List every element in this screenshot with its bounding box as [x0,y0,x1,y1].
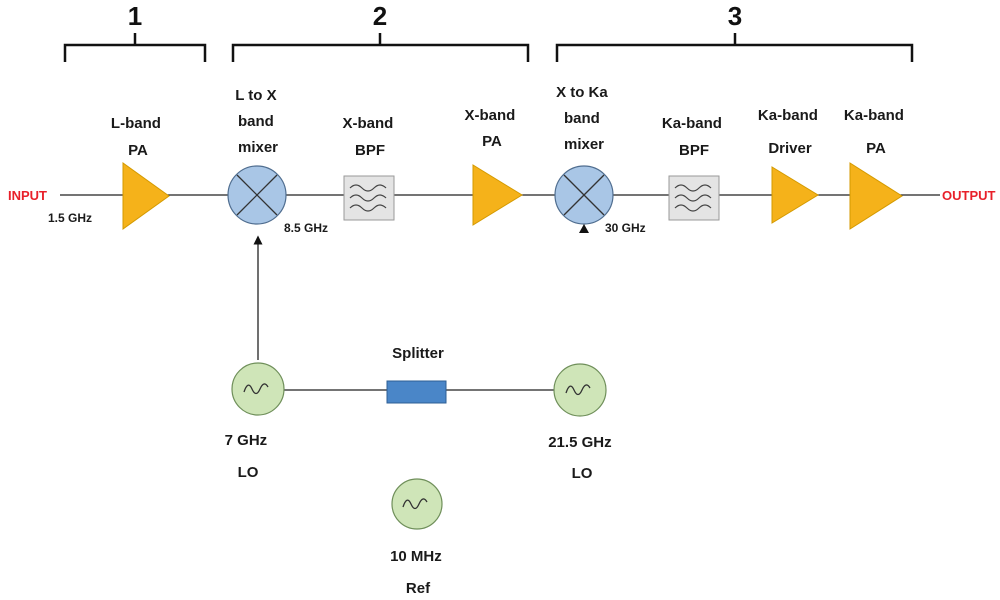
input-label: INPUT [8,188,47,203]
rf-frequency: 30 GHz [605,221,646,235]
signal-chain-wires [60,194,940,391]
lo-7ghz-label-line2: LO [238,464,259,481]
lband-pa-label-line2: PA [128,142,148,159]
svg-text:Ka-band Driver: Ka-band Driver [758,107,822,157]
l-to-x-mixer-label-line1: L to X [235,87,276,104]
splitter-label: Splitter [392,345,444,362]
mixer-x-circle-icon [554,165,614,233]
x-to-ka-mixer-label-line3: mixer [564,136,604,153]
xband-bpf-label-line1: X-band [342,115,393,132]
triangle-amplifier-icon [472,164,523,226]
section-3-number: 3 [728,1,742,31]
svg-text:10 MHz Ref: 10 MHz Ref [390,548,446,597]
mixer-x-circle-icon [227,165,287,225]
lo-21-5ghz: 21.5 GHz LO [548,363,616,482]
ref-10mhz: 10 MHz Ref [390,478,446,597]
lo-7ghz: 7 GHz LO [225,362,285,481]
power-splitter-icon [386,380,447,404]
section-1-bracket [63,43,207,62]
splitter: Splitter [386,345,447,404]
svg-text:L-band PA: L-band PA [111,115,165,159]
svg-text:X-band BPF: X-band BPF [342,115,397,159]
x-to-ka-mixer: X to Ka band mixer [554,84,614,233]
svg-text:Ka-band BPF: Ka-band BPF [662,115,726,159]
bandpass-filter-icon [343,175,395,221]
svg-text:L to X band mixer: L to X band mixer [235,87,281,156]
l-to-x-mixer-label-line2: band [238,113,274,130]
xband-pa-label-line2: PA [482,133,502,150]
kaband-pa-label-line2: PA [866,140,886,157]
kaband-bpf: Ka-band BPF [662,115,726,221]
section-2-bracket [231,43,530,62]
xband-bpf: X-band BPF [342,115,397,221]
section-2-number: 2 [373,1,387,31]
xband-bpf-label-line2: BPF [355,142,385,159]
kaband-driver: Ka-band Driver [758,107,822,224]
section-1: 1 [63,1,207,62]
if-frequency: 8.5 GHz [284,221,328,235]
section-1-number: 1 [128,1,142,31]
section-2: 2 [231,1,530,62]
kaband-pa: Ka-band PA [844,107,908,230]
kaband-bpf-label-line1: Ka-band [662,115,722,132]
sine-wave-circle-icon [553,363,607,417]
svg-text:7 GHz LO: 7 GHz LO [225,432,272,481]
ref-10mhz-label-line2: Ref [406,580,431,597]
lo-21-5ghz-label-line1: 21.5 GHz [548,434,611,451]
xband-pa-label-line1: X-band [464,107,515,124]
svg-text:21.5 GHz LO: 21.5 GHz LO [548,434,616,482]
bandpass-filter-icon [668,175,720,221]
kaband-pa-label-line1: Ka-band [844,107,904,124]
svg-text:Ka-band PA: Ka-band PA [844,107,908,157]
l-to-x-mixer-label-line3: mixer [238,139,278,156]
svg-text:X-band PA: X-band PA [464,107,519,150]
triangle-amplifier-icon [122,162,170,230]
lband-pa: L-band PA [111,115,170,230]
output-label: OUTPUT [942,188,996,203]
xband-pa: X-band PA [464,107,523,226]
kaband-driver-label-line2: Driver [768,140,812,157]
sine-wave-circle-icon [391,478,443,530]
x-to-ka-mixer-label-line2: band [564,110,600,127]
lo-21-5ghz-label-line2: LO [572,465,593,482]
kaband-driver-label-line1: Ka-band [758,107,818,124]
triangle-amplifier-icon [771,166,819,224]
triangle-amplifier-icon [849,162,903,230]
l-to-x-mixer: L to X band mixer [227,87,287,225]
svg-text:X to Ka band mixer: X to Ka band mixer [556,84,612,153]
section-3-bracket [555,43,914,62]
input-frequency: 1.5 GHz [48,211,92,225]
lo-7ghz-label-line1: 7 GHz [225,432,268,449]
lband-pa-label-line1: L-band [111,115,161,132]
kaband-bpf-label-line2: BPF [679,142,709,159]
section-3: 3 [555,1,914,62]
x-to-ka-mixer-label-line1: X to Ka [556,84,608,101]
sine-wave-circle-icon [231,362,285,416]
ref-10mhz-label-line1: 10 MHz [390,548,442,565]
